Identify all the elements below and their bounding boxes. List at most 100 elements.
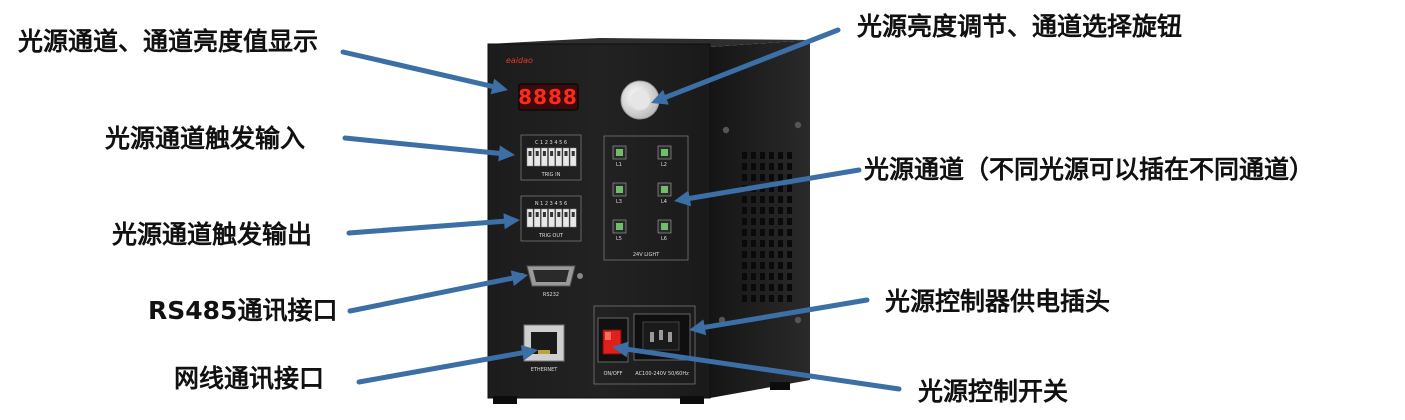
vent-slot [769, 251, 774, 258]
vent-slot [760, 152, 765, 159]
terminal-pin [527, 148, 533, 166]
vent-slot [769, 262, 774, 269]
vent-slot [769, 207, 774, 214]
vent-slot [778, 284, 783, 291]
vent-slot [778, 240, 783, 247]
screw-icon [723, 127, 729, 133]
vent-slot [751, 251, 756, 258]
light-port-contact [616, 223, 623, 230]
terminal-pin [541, 209, 547, 227]
vent-slot [760, 284, 765, 291]
controller-device: eaidao 8888 C 1 2 3 4 5 6 TRIG IN N 1 2 … [488, 38, 810, 404]
terminal-pin [541, 148, 547, 166]
label-trig-in: 光源通道触发输入 [105, 124, 305, 154]
vent-slot [769, 163, 774, 170]
terminal-pin [556, 209, 562, 227]
terminal-pin-hole [550, 151, 553, 156]
vent-slot [787, 218, 792, 225]
light-port-contact [616, 186, 623, 193]
terminal-pin-hole [572, 212, 575, 217]
vent-slot [769, 284, 774, 291]
vent-slot [778, 174, 783, 181]
terminal-pin-hole [543, 151, 546, 156]
vent-slot [751, 196, 756, 203]
vent-slot [778, 185, 783, 192]
power-module: ON/OFF AC100-240V 50/60Hz [594, 306, 695, 384]
terminal-pin-hole [557, 151, 560, 156]
terminal-pin-hole [543, 212, 546, 217]
vent-slot [742, 196, 747, 203]
light-port-label: L3 [616, 199, 622, 205]
label-power-plug: 光源控制器供电插头 [885, 287, 1110, 317]
vent-slot [751, 163, 756, 170]
vent-slot [760, 218, 765, 225]
ac-label: AC100-240V 50/60Hz [635, 371, 689, 377]
vent-slot [769, 273, 774, 280]
vent-slot [778, 229, 783, 236]
terminal-pin-hole [557, 212, 560, 217]
vent-slot [760, 295, 765, 302]
vent-slot [742, 174, 747, 181]
label-display: 光源通道、通道亮度值显示 [18, 27, 318, 57]
vent-slot [760, 273, 765, 280]
vent-slot [751, 207, 756, 214]
light-port-contact [661, 149, 668, 156]
rs232-label: RS232 [543, 292, 559, 298]
light-port-label: L5 [616, 236, 622, 242]
terminal-pin [570, 209, 576, 227]
vent-slot [760, 174, 765, 181]
screw-icon [795, 317, 801, 323]
vent-slot [769, 174, 774, 181]
light-port-label: L6 [661, 236, 667, 242]
light-label: 24V LIGHT [633, 252, 660, 258]
terminal-pin-hole [529, 212, 532, 217]
ethernet-label: ETHERNET [531, 367, 559, 373]
vent-slot [742, 163, 747, 170]
label-trig-out: 光源通道触发输出 [112, 220, 312, 250]
trig-out-label: TRIG OUT [538, 233, 564, 239]
vent-slot [778, 163, 783, 170]
vent-slot [742, 229, 747, 236]
vent-slot [760, 240, 765, 247]
callout-arrow [343, 52, 508, 94]
terminal-pin [549, 148, 555, 166]
vent-slot [787, 163, 792, 170]
vent-slot [787, 284, 792, 291]
led-display: 8888 [518, 84, 578, 110]
vent-slot [751, 229, 756, 236]
terminal-pin-hole [565, 212, 568, 217]
vent-slot [742, 240, 747, 247]
terminal-pin-hole [536, 212, 539, 217]
vent-slot [751, 284, 756, 291]
light-port-label: L2 [661, 162, 667, 168]
light-port-contact [661, 186, 668, 193]
label-power-switch: 光源控制开关 [918, 377, 1068, 407]
onoff-label: ON/OFF [603, 371, 622, 377]
vent-slot [778, 218, 783, 225]
trig-out-numbers: N 1 2 3 4 5 6 [535, 201, 567, 207]
vent-slot [742, 273, 747, 280]
vent-slot [778, 273, 783, 280]
terminal-pin [534, 209, 540, 227]
vent-slot [769, 229, 774, 236]
vent-slot [760, 207, 765, 214]
vent-slot [751, 262, 756, 269]
vent-slot [787, 251, 792, 258]
terminal-pin-hole [550, 212, 553, 217]
vent-slot [787, 273, 792, 280]
vent-slot [787, 196, 792, 203]
device-foot [493, 396, 517, 404]
vent-slot [778, 207, 783, 214]
vent-slot [769, 196, 774, 203]
light-port-contact [661, 223, 668, 230]
vent-slot [787, 240, 792, 247]
brightness-knob[interactable] [621, 81, 659, 119]
vent-slot [778, 262, 783, 269]
vent-slot [787, 295, 792, 302]
terminal-pin [527, 209, 533, 227]
vent-slot [742, 152, 747, 159]
vent-slot [742, 218, 747, 225]
power-switch[interactable] [598, 318, 628, 362]
terminal-pin [563, 148, 569, 166]
